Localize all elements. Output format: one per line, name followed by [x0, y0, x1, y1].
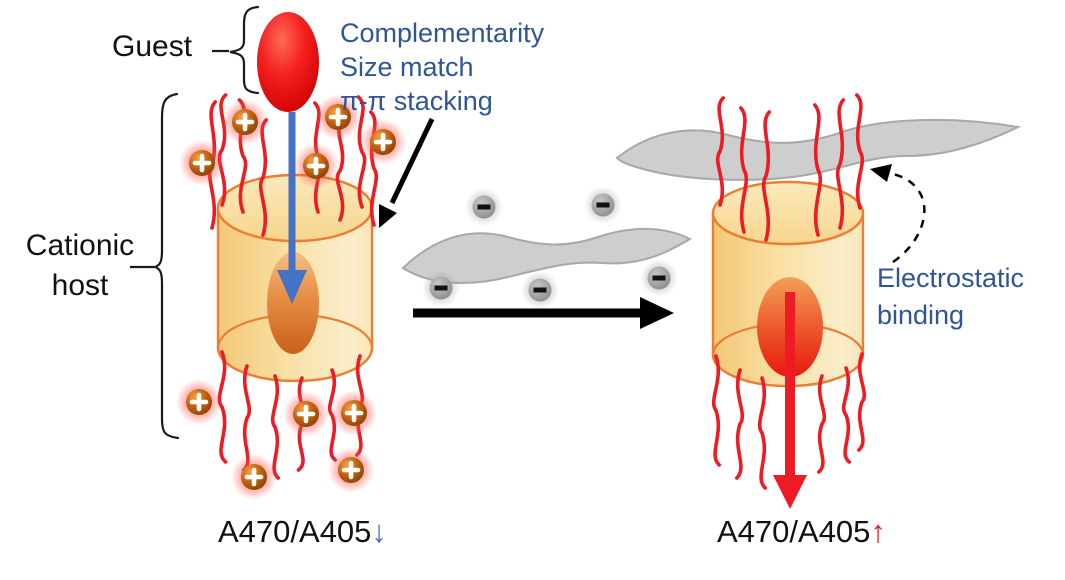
ratio-left-down-arrow-icon: ↓: [371, 514, 387, 549]
polymer-chain: [857, 352, 867, 452]
cationic-host-line2: host: [51, 269, 109, 302]
polymer-chain: [855, 93, 865, 210]
plus-charge-icon: [222, 99, 268, 145]
guest-free: [257, 12, 319, 112]
polymer-chain: [270, 374, 280, 480]
polymer-chain: [711, 354, 721, 467]
nanosheet-free: [401, 227, 693, 285]
host-cylinder-right-mouth: [711, 180, 865, 246]
plus-charge-icon: [231, 454, 277, 500]
polymer-chain: [356, 95, 367, 209]
reaction-arrow: [413, 297, 674, 329]
plus-charge-icon: [283, 391, 329, 437]
feature-pointer-arrow: [379, 117, 435, 228]
ratio-left-text: A470/A405: [218, 514, 372, 549]
plus-charge-icon: [293, 143, 339, 189]
feature-size-match: Size match: [340, 52, 474, 82]
ratio-label-right: A470/A405↑: [717, 514, 886, 550]
polymer-chain: [242, 364, 252, 472]
minus-charge-icon: [640, 259, 678, 297]
polymer-chain: [735, 368, 745, 480]
release-arrow: [773, 292, 807, 509]
electrostatic-line1: Electrostatic: [877, 263, 1025, 293]
minus-charge-icon: [521, 271, 559, 309]
plus-charge-icon: [176, 379, 222, 425]
minus-charges-group: [422, 186, 678, 309]
plus-charge-icon: [328, 447, 374, 493]
minus-charge-icon: [465, 188, 503, 226]
cationic-host-line1: Cationic: [25, 229, 135, 262]
polymer-chain: [817, 374, 827, 474]
insertion-arrow: [277, 112, 307, 304]
ratio-right-up-arrow-icon: ↑: [870, 514, 886, 549]
plus-charge-icon: [315, 94, 361, 140]
electrostatic-binding-label: Electrostatic binding: [877, 260, 1024, 334]
polymer-chain: [761, 110, 771, 242]
plus-charge-icon: [179, 140, 225, 186]
polymer-chain: [841, 366, 851, 464]
feature-complementarity: Complementarity: [340, 18, 545, 48]
ratio-label-left: A470/A405↓: [218, 514, 387, 550]
host-brace: [151, 92, 180, 440]
cationic-host-label: Cationic host: [10, 226, 150, 306]
polymer-chain: [715, 96, 725, 207]
guest-brace: [229, 5, 260, 95]
guest-label: Guest: [112, 30, 193, 63]
electrostatic-pointer-arrow: [870, 164, 926, 264]
polymer-chain: [835, 98, 845, 230]
plus-charge-icon: [360, 119, 406, 165]
polymer-chain: [757, 376, 767, 490]
ratio-right-text: A470/A405: [717, 514, 871, 549]
polymer-chain: [813, 103, 823, 237]
plus-charges-group: [176, 94, 406, 500]
feature-pi-stacking: π-π stacking: [340, 86, 493, 116]
plus-charge-icon: [331, 390, 377, 436]
cationic-chains-right: [711, 93, 867, 490]
minus-charge-icon: [422, 269, 460, 307]
polymer-chain: [217, 350, 228, 464]
minus-charge-icon: [584, 186, 622, 224]
polymer-chain: [739, 106, 749, 234]
binding-features-label: Complementarity Size match π-π stacking: [340, 16, 544, 118]
electrostatic-line2: binding: [877, 300, 965, 330]
polymer-chain: [217, 93, 228, 207]
guest-bound-left: [267, 252, 319, 354]
